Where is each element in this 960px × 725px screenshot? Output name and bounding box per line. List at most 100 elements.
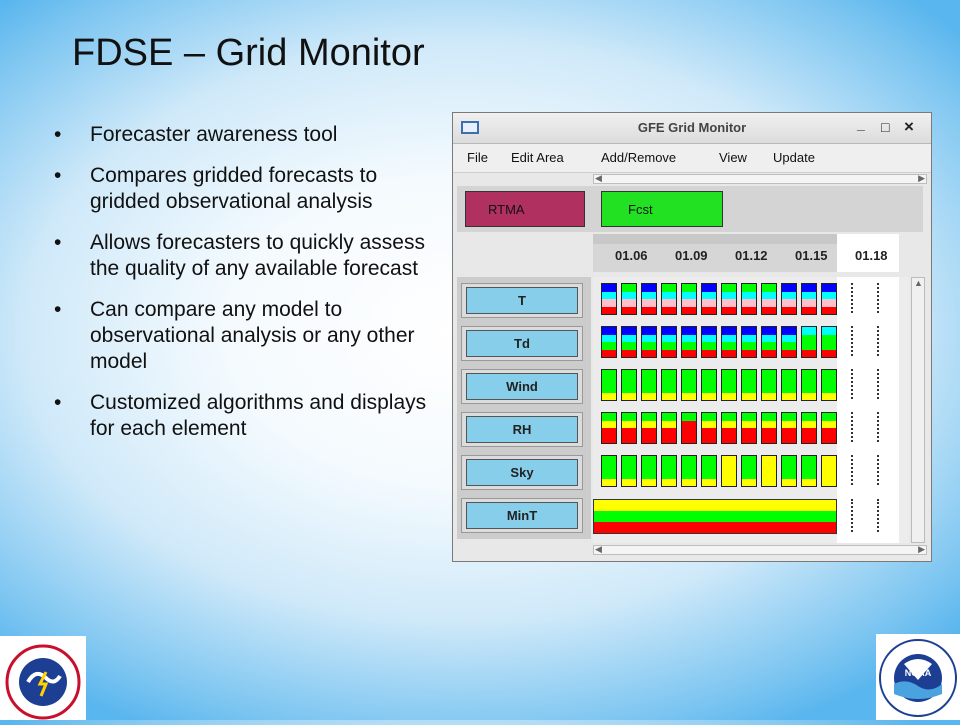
row-label-td[interactable]: Td	[461, 326, 583, 361]
grid-cell[interactable]	[621, 455, 637, 487]
mint-grid-bar[interactable]	[593, 499, 837, 534]
grid-cell[interactable]	[761, 283, 777, 315]
grid-cell[interactable]	[681, 369, 697, 401]
minimize-icon[interactable]: _	[857, 116, 865, 132]
grid-cell[interactable]	[781, 326, 797, 358]
grid-cell-band	[622, 471, 636, 479]
grid-cell[interactable]	[781, 283, 797, 315]
grid-cell[interactable]	[741, 455, 757, 487]
grid-cell[interactable]	[601, 326, 617, 358]
grid-cell[interactable]	[621, 369, 637, 401]
row-label-rh[interactable]: RH	[461, 412, 583, 447]
grid-cell[interactable]	[701, 369, 717, 401]
row-label-sky[interactable]: Sky	[461, 455, 583, 490]
grid-cell[interactable]	[801, 412, 817, 444]
grid-cell[interactable]	[721, 412, 737, 444]
grid-cell[interactable]	[601, 369, 617, 401]
fcst-button[interactable]: Fcst	[601, 191, 723, 227]
grid-cell[interactable]	[621, 412, 637, 444]
grid-cell[interactable]	[681, 455, 697, 487]
grid-cell-band	[622, 385, 636, 393]
grid-cell[interactable]	[741, 283, 757, 315]
grid-cell[interactable]	[801, 455, 817, 487]
grid-cell-band	[782, 306, 796, 314]
arrow-left-icon[interactable]: ◀	[595, 173, 602, 183]
menu-add-remove[interactable]: Add/Remove	[601, 150, 677, 165]
grid-cell[interactable]	[641, 326, 657, 358]
grid-cell-band	[722, 377, 736, 385]
grid-cell[interactable]	[721, 455, 737, 487]
grid-cell-band	[822, 478, 836, 486]
grid-cell[interactable]	[601, 455, 617, 487]
grid-cell[interactable]	[761, 369, 777, 401]
grid-cell[interactable]	[761, 455, 777, 487]
grid-cell[interactable]	[801, 326, 817, 358]
arrow-left-icon[interactable]: ◀	[595, 544, 602, 554]
grid-cells-area[interactable]	[593, 277, 909, 543]
grid-cell[interactable]	[781, 412, 797, 444]
grid-cell[interactable]	[801, 283, 817, 315]
menu-update[interactable]: Update	[773, 150, 815, 165]
grid-cell[interactable]	[821, 455, 837, 487]
grid-cell[interactable]	[601, 283, 617, 315]
grid-cell[interactable]	[681, 326, 697, 358]
grid-cell[interactable]	[641, 412, 657, 444]
grid-cell[interactable]	[601, 412, 617, 444]
grid-cell[interactable]	[721, 283, 737, 315]
grid-cell[interactable]	[701, 455, 717, 487]
grid-cell[interactable]	[661, 412, 677, 444]
grid-cell[interactable]	[821, 412, 837, 444]
top-horizontal-scrollbar[interactable]: ◀ ▶	[593, 173, 927, 184]
grid-cell[interactable]	[701, 412, 717, 444]
bullet-item: •Forecaster awareness tool	[54, 122, 439, 148]
grid-cell[interactable]	[821, 326, 837, 358]
grid-cell-band	[642, 306, 656, 314]
window-icon[interactable]	[461, 121, 479, 134]
vertical-scrollbar[interactable]: ▲	[911, 277, 925, 543]
window-titlebar[interactable]: GFE Grid Monitor _ □ ×	[453, 113, 931, 144]
noaa-logo-graphic: NOAA	[879, 639, 957, 717]
grid-cell[interactable]	[781, 455, 797, 487]
grid-cell-band	[762, 377, 776, 385]
grid-cell[interactable]	[681, 412, 697, 444]
grid-cell[interactable]	[761, 412, 777, 444]
row-label-t[interactable]: T	[461, 283, 583, 318]
bottom-horizontal-scrollbar[interactable]: ◀ ▶	[593, 544, 927, 555]
menu-file[interactable]: File	[467, 150, 488, 165]
row-label-mint[interactable]: MinT	[461, 498, 583, 533]
grid-cell[interactable]	[801, 369, 817, 401]
grid-cell[interactable]	[661, 455, 677, 487]
grid-cell[interactable]	[721, 326, 737, 358]
rtma-button[interactable]: RTMA	[465, 191, 585, 227]
grid-cell[interactable]	[621, 283, 637, 315]
grid-cell[interactable]	[761, 326, 777, 358]
grid-cell[interactable]	[661, 283, 677, 315]
arrow-right-icon[interactable]: ▶	[918, 173, 925, 183]
grid-cell[interactable]	[641, 283, 657, 315]
arrow-up-icon[interactable]: ▲	[914, 278, 923, 288]
grid-cell[interactable]	[781, 369, 797, 401]
grid-cell-band	[622, 478, 636, 486]
grid-cell[interactable]	[741, 412, 757, 444]
grid-cell[interactable]	[821, 283, 837, 315]
grid-cell[interactable]	[821, 369, 837, 401]
grid-cell[interactable]	[661, 369, 677, 401]
arrow-right-icon[interactable]: ▶	[918, 544, 925, 554]
grid-cell[interactable]	[701, 326, 717, 358]
future-dotted-line	[851, 455, 853, 485]
grid-cell[interactable]	[641, 455, 657, 487]
close-icon[interactable]: ×	[904, 117, 914, 136]
maximize-icon[interactable]: □	[881, 119, 890, 135]
row-label-wind[interactable]: Wind	[461, 369, 583, 404]
menu-view[interactable]: View	[719, 150, 747, 165]
grid-cell[interactable]	[681, 283, 697, 315]
grid-cell[interactable]	[641, 369, 657, 401]
grid-cell[interactable]	[621, 326, 637, 358]
grid-cell[interactable]	[721, 369, 737, 401]
grid-cell[interactable]	[741, 369, 757, 401]
menu-edit-area[interactable]: Edit Area	[511, 150, 564, 165]
grid-cell[interactable]	[661, 326, 677, 358]
grid-cell[interactable]	[741, 326, 757, 358]
grid-cell[interactable]	[701, 283, 717, 315]
grid-cell-band	[602, 413, 616, 421]
